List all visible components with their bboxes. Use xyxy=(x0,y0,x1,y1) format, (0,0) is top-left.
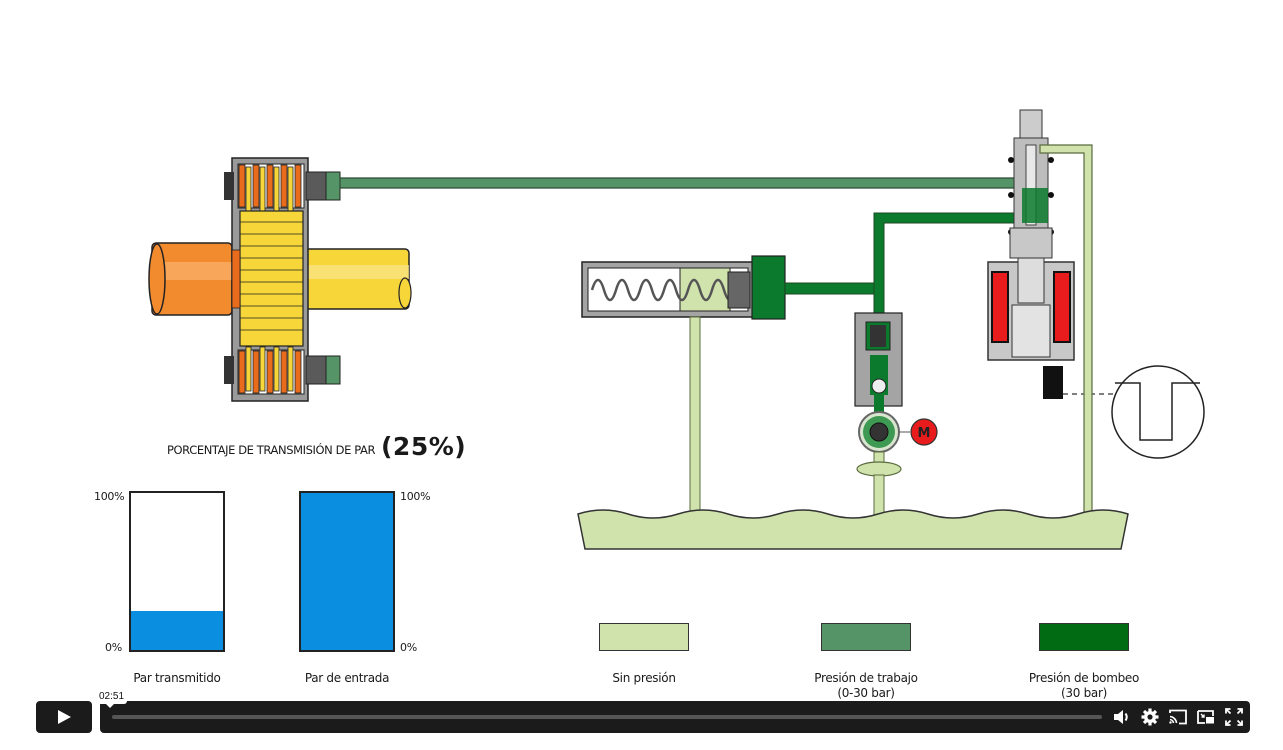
current-time-tooltip: 02:51 xyxy=(96,689,128,708)
pump-assembly: M xyxy=(854,312,938,521)
oil-tank xyxy=(577,509,1129,550)
cast-icon[interactable] xyxy=(1168,707,1188,727)
legend-label-no-pressure: Sin presión xyxy=(612,671,676,685)
play-icon xyxy=(58,710,71,724)
gauge-transmitted-max-label: 100% xyxy=(94,490,125,503)
gauge-transmitted-fill xyxy=(131,610,223,650)
control-bar xyxy=(100,701,1250,733)
legend-swatch-no-pressure xyxy=(599,623,689,651)
legend-sublabel-pump-pressure: (30 bar) xyxy=(1061,686,1107,700)
gauge-transmitted-min-label: 0% xyxy=(105,641,122,654)
torque-title: PORCENTAJE DE TRANSMISIÓN DE PAR xyxy=(167,443,376,457)
motor-icon xyxy=(910,418,938,446)
picture-in-picture-icon[interactable] xyxy=(1196,707,1216,727)
gear-icon[interactable] xyxy=(1140,707,1160,727)
legend-swatch-pump-pressure xyxy=(1039,623,1129,651)
gauge-input-torque xyxy=(299,491,395,652)
legend-label-pump-pressure: Presión de bombeo xyxy=(1028,671,1140,685)
gauge-transmitted-torque xyxy=(129,491,225,652)
working-pressure-line xyxy=(339,177,1046,189)
torque-percentage: (25%) xyxy=(381,432,467,461)
gauge-input-max-label: 100% xyxy=(400,490,431,503)
gauge-input-fill xyxy=(301,493,393,650)
play-button[interactable] xyxy=(36,701,92,733)
hydraulic-schematic: M xyxy=(148,109,1205,550)
progress-bar[interactable] xyxy=(112,715,1102,719)
gauge-transmitted-label: Par transmitido xyxy=(133,671,221,685)
gauge-input-label: Par de entrada xyxy=(304,671,390,685)
motor-label: M xyxy=(918,426,931,441)
sensor-signal xyxy=(1111,365,1205,459)
solenoid-valve xyxy=(987,109,1115,399)
legend-swatch-working-pressure xyxy=(821,623,911,651)
legend-label-working-pressure: Presión de trabajo xyxy=(814,671,918,685)
legend-sublabel-working-pressure: (0-30 bar) xyxy=(837,686,895,700)
fullscreen-icon[interactable] xyxy=(1224,707,1244,727)
spring-valve xyxy=(581,255,786,518)
gauge-input-min-label: 0% xyxy=(400,641,417,654)
clutch-assembly xyxy=(148,157,412,402)
volume-icon[interactable] xyxy=(1112,707,1132,727)
